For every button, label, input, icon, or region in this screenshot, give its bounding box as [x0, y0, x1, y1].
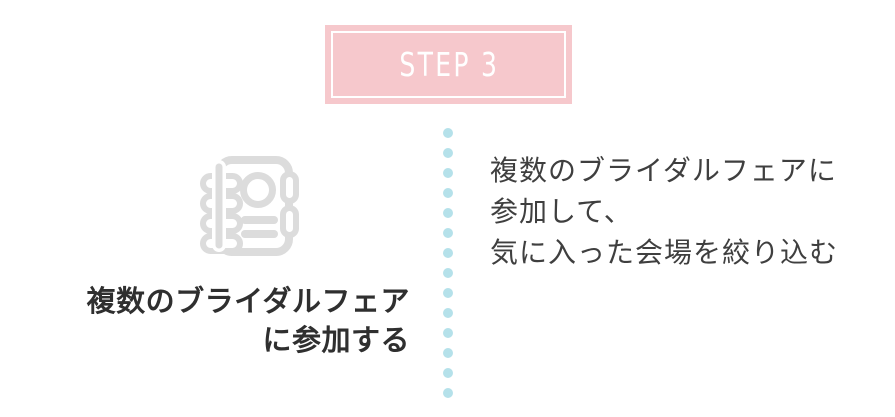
divider-dot: [443, 208, 453, 218]
step-banner: STEP 3: [325, 25, 572, 104]
caption-line-2: に参加する: [262, 325, 410, 357]
caption-line-1: 複数のブライダルフェア: [86, 286, 410, 318]
divider-dot: [443, 288, 453, 298]
divider-dot: [443, 368, 453, 378]
divider-dot: [443, 188, 453, 198]
divider-dot: [443, 248, 453, 258]
divider-dot: [443, 348, 453, 358]
description-line-3: 気に入った会場を絞り込む: [490, 237, 839, 268]
divider-dot: [443, 388, 453, 398]
divider-dot: [443, 128, 453, 138]
divider-dot: [443, 148, 453, 158]
step-description: 複数のブライダルフェアに 参加して、 気に入った会場を絞り込む: [490, 150, 838, 273]
description-line-2: 参加して、: [490, 196, 633, 227]
divider-dot: [443, 268, 453, 278]
divider-dot: [443, 228, 453, 238]
divider-dot: [443, 328, 453, 338]
step-label: STEP 3: [399, 45, 500, 84]
description-line-1: 複数のブライダルフェアに: [490, 155, 837, 186]
notebook-icon: [192, 140, 302, 260]
divider-dot: [443, 308, 453, 318]
step-caption: 複数のブライダルフェア に参加する: [58, 283, 410, 361]
divider-dot: [443, 168, 453, 178]
dotted-divider: [443, 128, 453, 398]
